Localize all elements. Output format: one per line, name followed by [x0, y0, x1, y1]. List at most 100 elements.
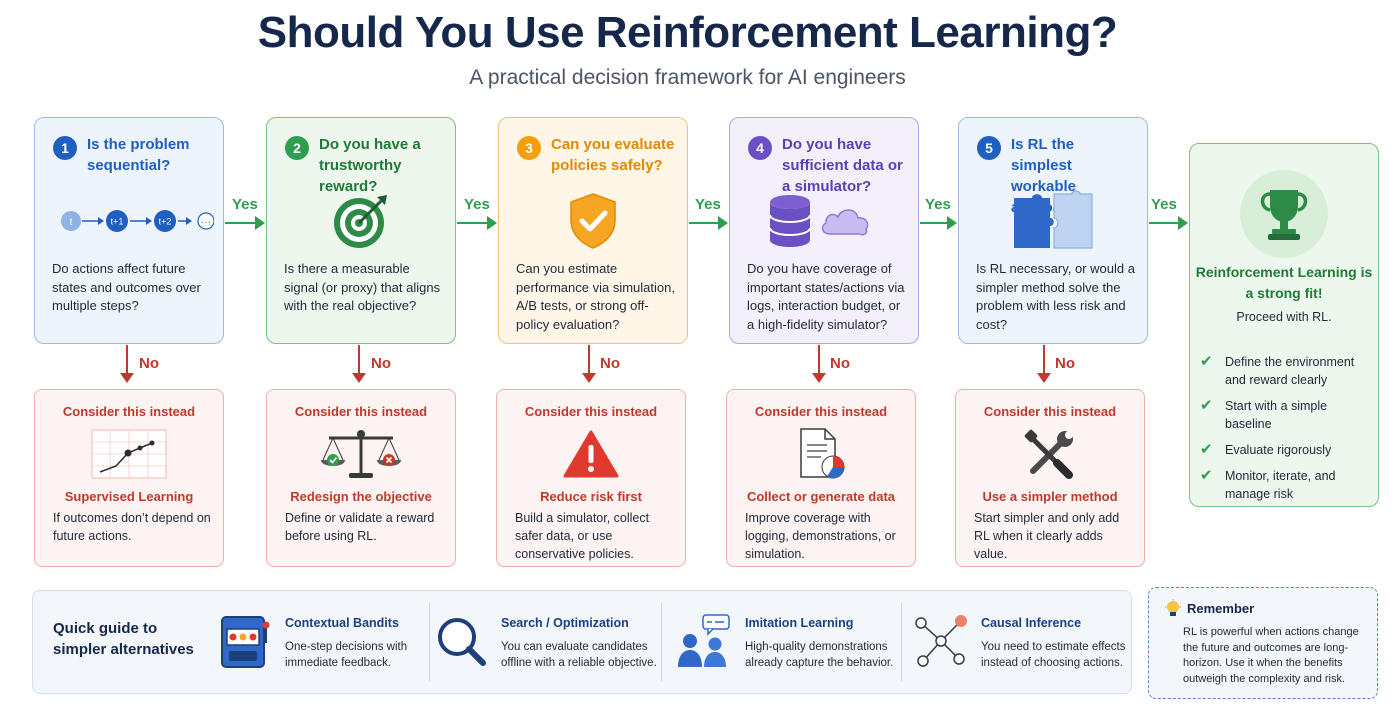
next-step-text: Define the environment and reward clearl… — [1225, 355, 1355, 387]
step-number-1: 1 — [53, 136, 77, 160]
question-desc-2: Is there a measurable signal (or proxy) … — [284, 261, 441, 313]
no-label-1: No — [139, 355, 159, 372]
question-desc-5: Is RL necessary, or would a simpler meth… — [976, 261, 1135, 332]
alternative-desc-3: Build a simulator, collect safer data, o… — [515, 511, 650, 561]
guide-item-desc: You need to estimate effects instead of … — [981, 641, 1126, 669]
line-chart-icon — [35, 426, 223, 482]
question-desc-1: Do actions affect future states and outc… — [52, 261, 201, 313]
next-step-text: Start with a simple baseline — [1225, 399, 1328, 431]
check-icon: ✔ — [1200, 397, 1213, 414]
alternative-header-1: Consider this instead — [62, 404, 196, 419]
next-step-item: ✔ Define the environment and reward clear… — [1200, 353, 1374, 389]
no-label-5: No — [1055, 355, 1075, 372]
alternative-desc-5: Start simpler and only add RL when it cl… — [974, 511, 1120, 561]
alternative-card-5: Consider this instead Use a simpler meth… — [955, 389, 1145, 567]
guide-item-title: Causal Inference — [981, 616, 1082, 630]
people-icon — [677, 613, 733, 669]
yes-label-2: Yes — [464, 196, 490, 213]
page-subtitle: A practical decision framework for AI en… — [469, 66, 906, 89]
next-step-item: ✔ Monitor, iterate, and manage risk — [1200, 467, 1374, 503]
target-icon — [267, 190, 455, 252]
check-icon: ✔ — [1200, 467, 1213, 484]
alternative-card-3: Consider this instead Reduce risk first … — [496, 389, 686, 567]
alternative-card-2: Consider this instead Redesign the objec… — [266, 389, 456, 567]
yes-arrow-3 — [689, 216, 728, 230]
next-step-text: Monitor, iterate, and manage risk — [1225, 469, 1336, 501]
step-number-5: 5 — [977, 136, 1001, 160]
timeline-label-t1: t+1 — [111, 217, 124, 227]
alternative-header-2: Consider this instead — [294, 404, 428, 419]
quick-guide-title: Quick guide to simpler alternatives — [53, 620, 194, 658]
alternative-desc-1: If outcomes don’t depend on future actio… — [53, 511, 211, 543]
guide-divider — [429, 603, 430, 681]
tools-icon — [956, 426, 1144, 482]
rl-fit-card: Reinforcement Learning is a strong fit! … — [1189, 143, 1379, 507]
rl-fit-title: Reinforcement Learning is a strong fit! — [1195, 264, 1373, 301]
alternative-header-5: Consider this instead — [983, 404, 1117, 419]
alternative-card-1: Consider this instead Supervised Learnin… — [34, 389, 224, 567]
no-label-4: No — [830, 355, 850, 372]
yes-arrow-2 — [457, 216, 497, 230]
guide-item-title: Search / Optimization — [501, 616, 629, 630]
no-arrow-3 — [582, 345, 596, 383]
alternative-name-3: Reduce risk first — [540, 489, 642, 504]
alternative-card-4: Consider this instead Collect or generat… — [726, 389, 916, 567]
warning-icon — [497, 426, 685, 482]
guide-item-title: Contextual Bandits — [285, 616, 399, 630]
lightbulb-icon — [1164, 599, 1182, 624]
next-step-item: ✔ Evaluate rigorously — [1200, 441, 1374, 459]
question-desc-4: Do you have coverage of important states… — [747, 261, 905, 332]
no-arrow-1 — [120, 345, 134, 383]
guide-item-desc: You can evaluate candidates offline with… — [501, 641, 657, 669]
graph-icon — [913, 613, 969, 669]
yes-arrow-1 — [225, 216, 265, 230]
question-card-2: 2 Do you have a trustworthy reward? Is t… — [266, 117, 456, 344]
remember-title: Remember — [1187, 601, 1255, 616]
yes-label-3: Yes — [695, 196, 721, 213]
rl-next-steps: ✔ Define the environment and reward clear… — [1200, 353, 1374, 511]
scale-icon — [267, 426, 455, 482]
next-step-item: ✔ Start with a simple baseline — [1200, 397, 1374, 433]
yes-label-4: Yes — [925, 196, 951, 213]
timeline-label-t: t — [70, 217, 73, 228]
alternative-header-3: Consider this instead — [524, 404, 658, 419]
alternative-name-1: Supervised Learning — [64, 489, 194, 504]
question-title-1: Is the problem sequential? — [87, 136, 190, 174]
alternative-name-2: Redesign the objective — [290, 489, 432, 504]
question-desc-3: Can you estimate performance via simulat… — [516, 261, 675, 332]
alternative-desc-2: Define or validate a reward before using… — [285, 511, 435, 543]
guide-divider — [901, 603, 902, 681]
alternative-name-5: Use a simpler method — [982, 489, 1118, 504]
rl-fit-subtitle: Proceed with RL. — [1236, 310, 1332, 324]
guide-item-desc: One-step decisions with immediate feedba… — [285, 641, 408, 669]
page-title: Should You Use Reinforcement Learning? — [257, 8, 1118, 57]
database-cloud-icon — [730, 190, 918, 252]
check-icon: ✔ — [1200, 441, 1213, 458]
question-title-4: Do you have sufficient data or a simulat… — [782, 136, 903, 195]
no-arrow-4 — [812, 345, 826, 383]
step-number-4: 4 — [748, 136, 772, 160]
yes-label-1: Yes — [232, 196, 258, 213]
step-number-2: 2 — [285, 136, 309, 160]
no-label-3: No — [600, 355, 620, 372]
report-icon — [727, 426, 915, 482]
next-step-text: Evaluate rigorously — [1225, 443, 1332, 457]
timeline-label-t2: t+2 — [159, 217, 172, 227]
yes-arrow-4 — [920, 216, 957, 230]
guide-divider — [661, 603, 662, 681]
shield-icon — [499, 190, 687, 252]
question-title-2: Do you have a trustworthy reward? — [319, 136, 421, 195]
alternative-header-4: Consider this instead — [754, 404, 888, 419]
alternative-name-4: Collect or generate data — [746, 489, 896, 504]
question-title-3: Can you evaluate policies safely? — [551, 136, 675, 174]
trophy-icon — [1240, 170, 1328, 258]
timeline-icon: t t+1 t+2 ··· — [35, 190, 223, 252]
magnifier-icon — [433, 613, 489, 669]
check-icon: ✔ — [1200, 353, 1213, 370]
question-card-3: 3 Can you evaluate policies safely? Can … — [498, 117, 688, 344]
puzzle-icon — [959, 190, 1147, 252]
quick-guide-panel: Quick guide to simpler alternatives Cont… — [32, 590, 1132, 694]
step-number-3: 3 — [517, 136, 541, 160]
yes-arrow-5 — [1149, 216, 1188, 230]
slot-machine-icon — [217, 613, 273, 669]
